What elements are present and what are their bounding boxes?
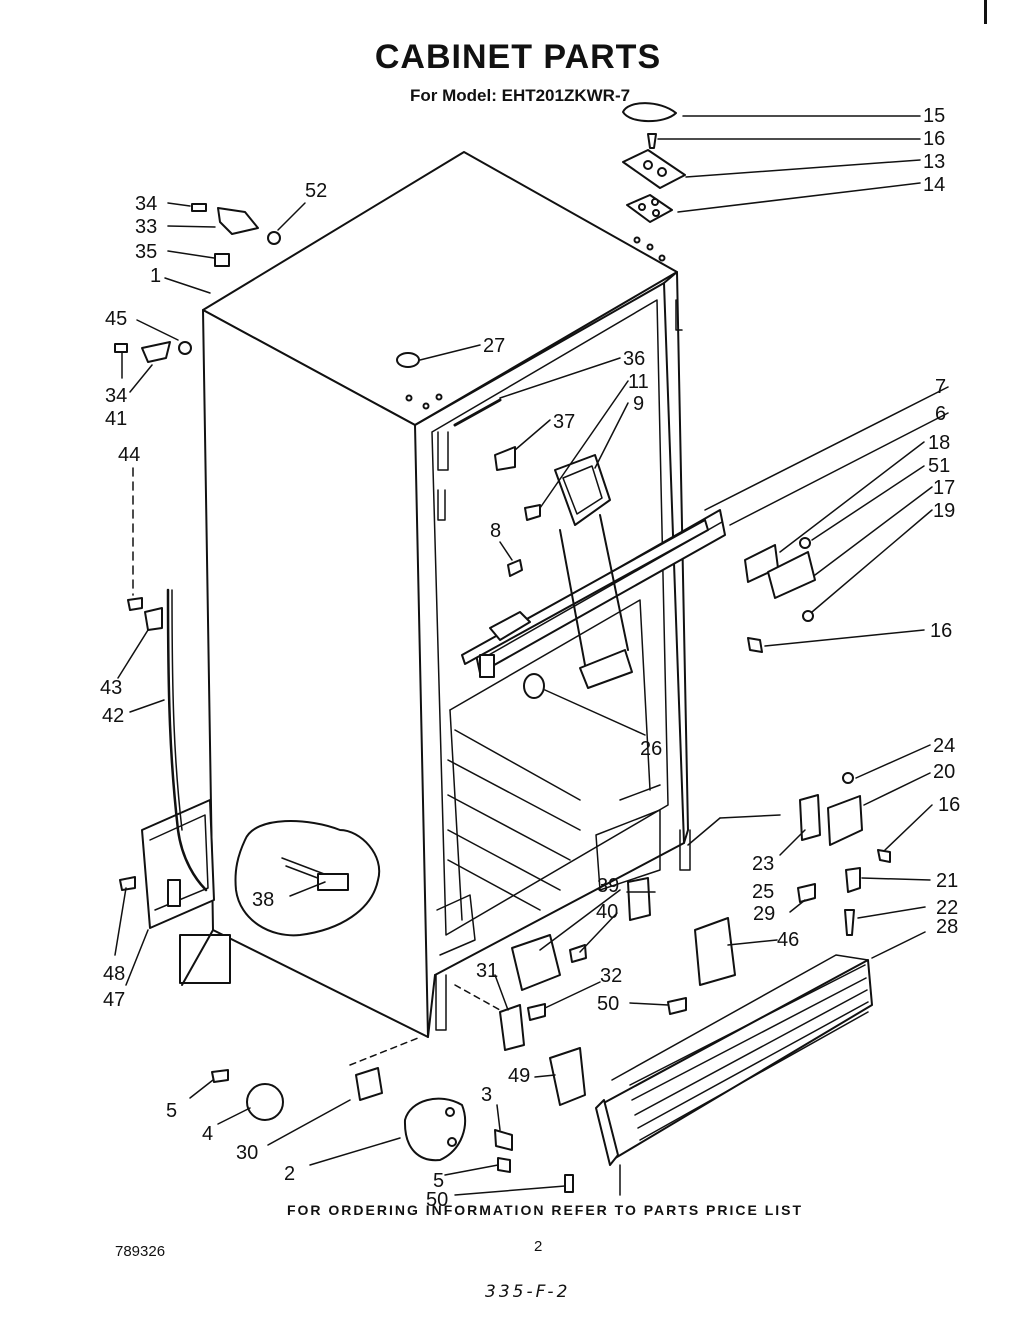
callout-25: 25: [752, 881, 774, 903]
callout-13: 13: [923, 151, 945, 173]
callout-17: 17: [933, 477, 955, 499]
callout-22: 22: [936, 897, 958, 919]
ordering-note: FOR ORDERING INFORMATION REFER TO PARTS …: [286, 1202, 804, 1218]
rear-bracket: [141, 588, 231, 986]
edge-mark: [984, 0, 987, 24]
callout-52: 52: [305, 180, 327, 202]
evaporator-bracket: [554, 454, 633, 689]
callout-30: 30: [236, 1142, 258, 1164]
callout-28: 28: [936, 916, 958, 938]
cutaway-detail: [234, 819, 381, 937]
callout-46: 46: [777, 929, 799, 951]
callout-5b: 5: [433, 1170, 444, 1192]
callout-39: 39: [597, 875, 619, 897]
callout-50: 50: [597, 993, 619, 1015]
callout-27: 27: [483, 335, 505, 357]
callout-34b: 34: [105, 385, 127, 407]
document-number: 789326: [115, 1243, 166, 1260]
callout-45: 45: [105, 308, 127, 330]
callout-3: 3: [481, 1084, 492, 1106]
callout-6: 6: [935, 403, 946, 425]
callout-32: 32: [600, 965, 622, 987]
handwritten-reference: 335-F-2: [485, 1282, 571, 1302]
callout-5: 5: [166, 1100, 177, 1122]
callout-50b: 50: [426, 1189, 448, 1211]
callout-33: 33: [135, 216, 157, 238]
callout-2: 2: [284, 1163, 295, 1185]
callout-labels: 15 16 13 14 34 52 33 35 1 45 27 36 34 41…: [100, 105, 960, 1211]
callout-42: 42: [102, 705, 124, 727]
callout-11: 11: [628, 371, 649, 393]
shelf-rails: [461, 509, 726, 678]
kick-plate-grille: [595, 954, 873, 1166]
callout-49: 49: [508, 1065, 530, 1087]
callout-29: 29: [753, 903, 775, 925]
page-title: CABINET PARTS: [374, 38, 662, 76]
callout-40: 40: [596, 901, 618, 923]
callout-31: 31: [476, 960, 498, 982]
callout-18: 18: [928, 432, 950, 454]
callout-23: 23: [752, 853, 774, 875]
callout-41: 41: [105, 408, 127, 430]
callout-20: 20: [933, 761, 955, 783]
callout-4: 4: [202, 1123, 213, 1145]
small-parts: [114, 102, 891, 1193]
leader-lines: [114, 115, 949, 1196]
callout-16b: 16: [930, 620, 952, 642]
callout-24: 24: [933, 735, 955, 757]
callout-47: 47: [103, 989, 125, 1011]
callout-43: 43: [100, 677, 122, 699]
callout-15: 15: [923, 105, 945, 127]
callout-36: 36: [623, 348, 645, 370]
callout-48: 48: [103, 963, 125, 985]
callout-14: 14: [923, 174, 945, 196]
model-subtitle: For Model: EHT201ZKWR-7: [410, 86, 631, 105]
callout-34: 34: [135, 193, 157, 215]
callout-38: 38: [252, 889, 274, 911]
callout-1: 1: [150, 265, 161, 287]
callout-16c: 16: [938, 794, 960, 816]
callout-19: 19: [933, 500, 955, 522]
callout-16: 16: [923, 128, 945, 150]
callout-8: 8: [490, 520, 501, 542]
callout-21: 21: [936, 870, 958, 892]
callout-44: 44: [118, 444, 140, 466]
callout-7: 7: [935, 376, 946, 398]
callout-9: 9: [633, 393, 644, 415]
callout-35: 35: [135, 241, 157, 263]
callout-26: 26: [640, 738, 662, 760]
callout-51: 51: [928, 455, 950, 477]
page-number: 2: [534, 1238, 543, 1255]
callout-37: 37: [553, 411, 575, 433]
